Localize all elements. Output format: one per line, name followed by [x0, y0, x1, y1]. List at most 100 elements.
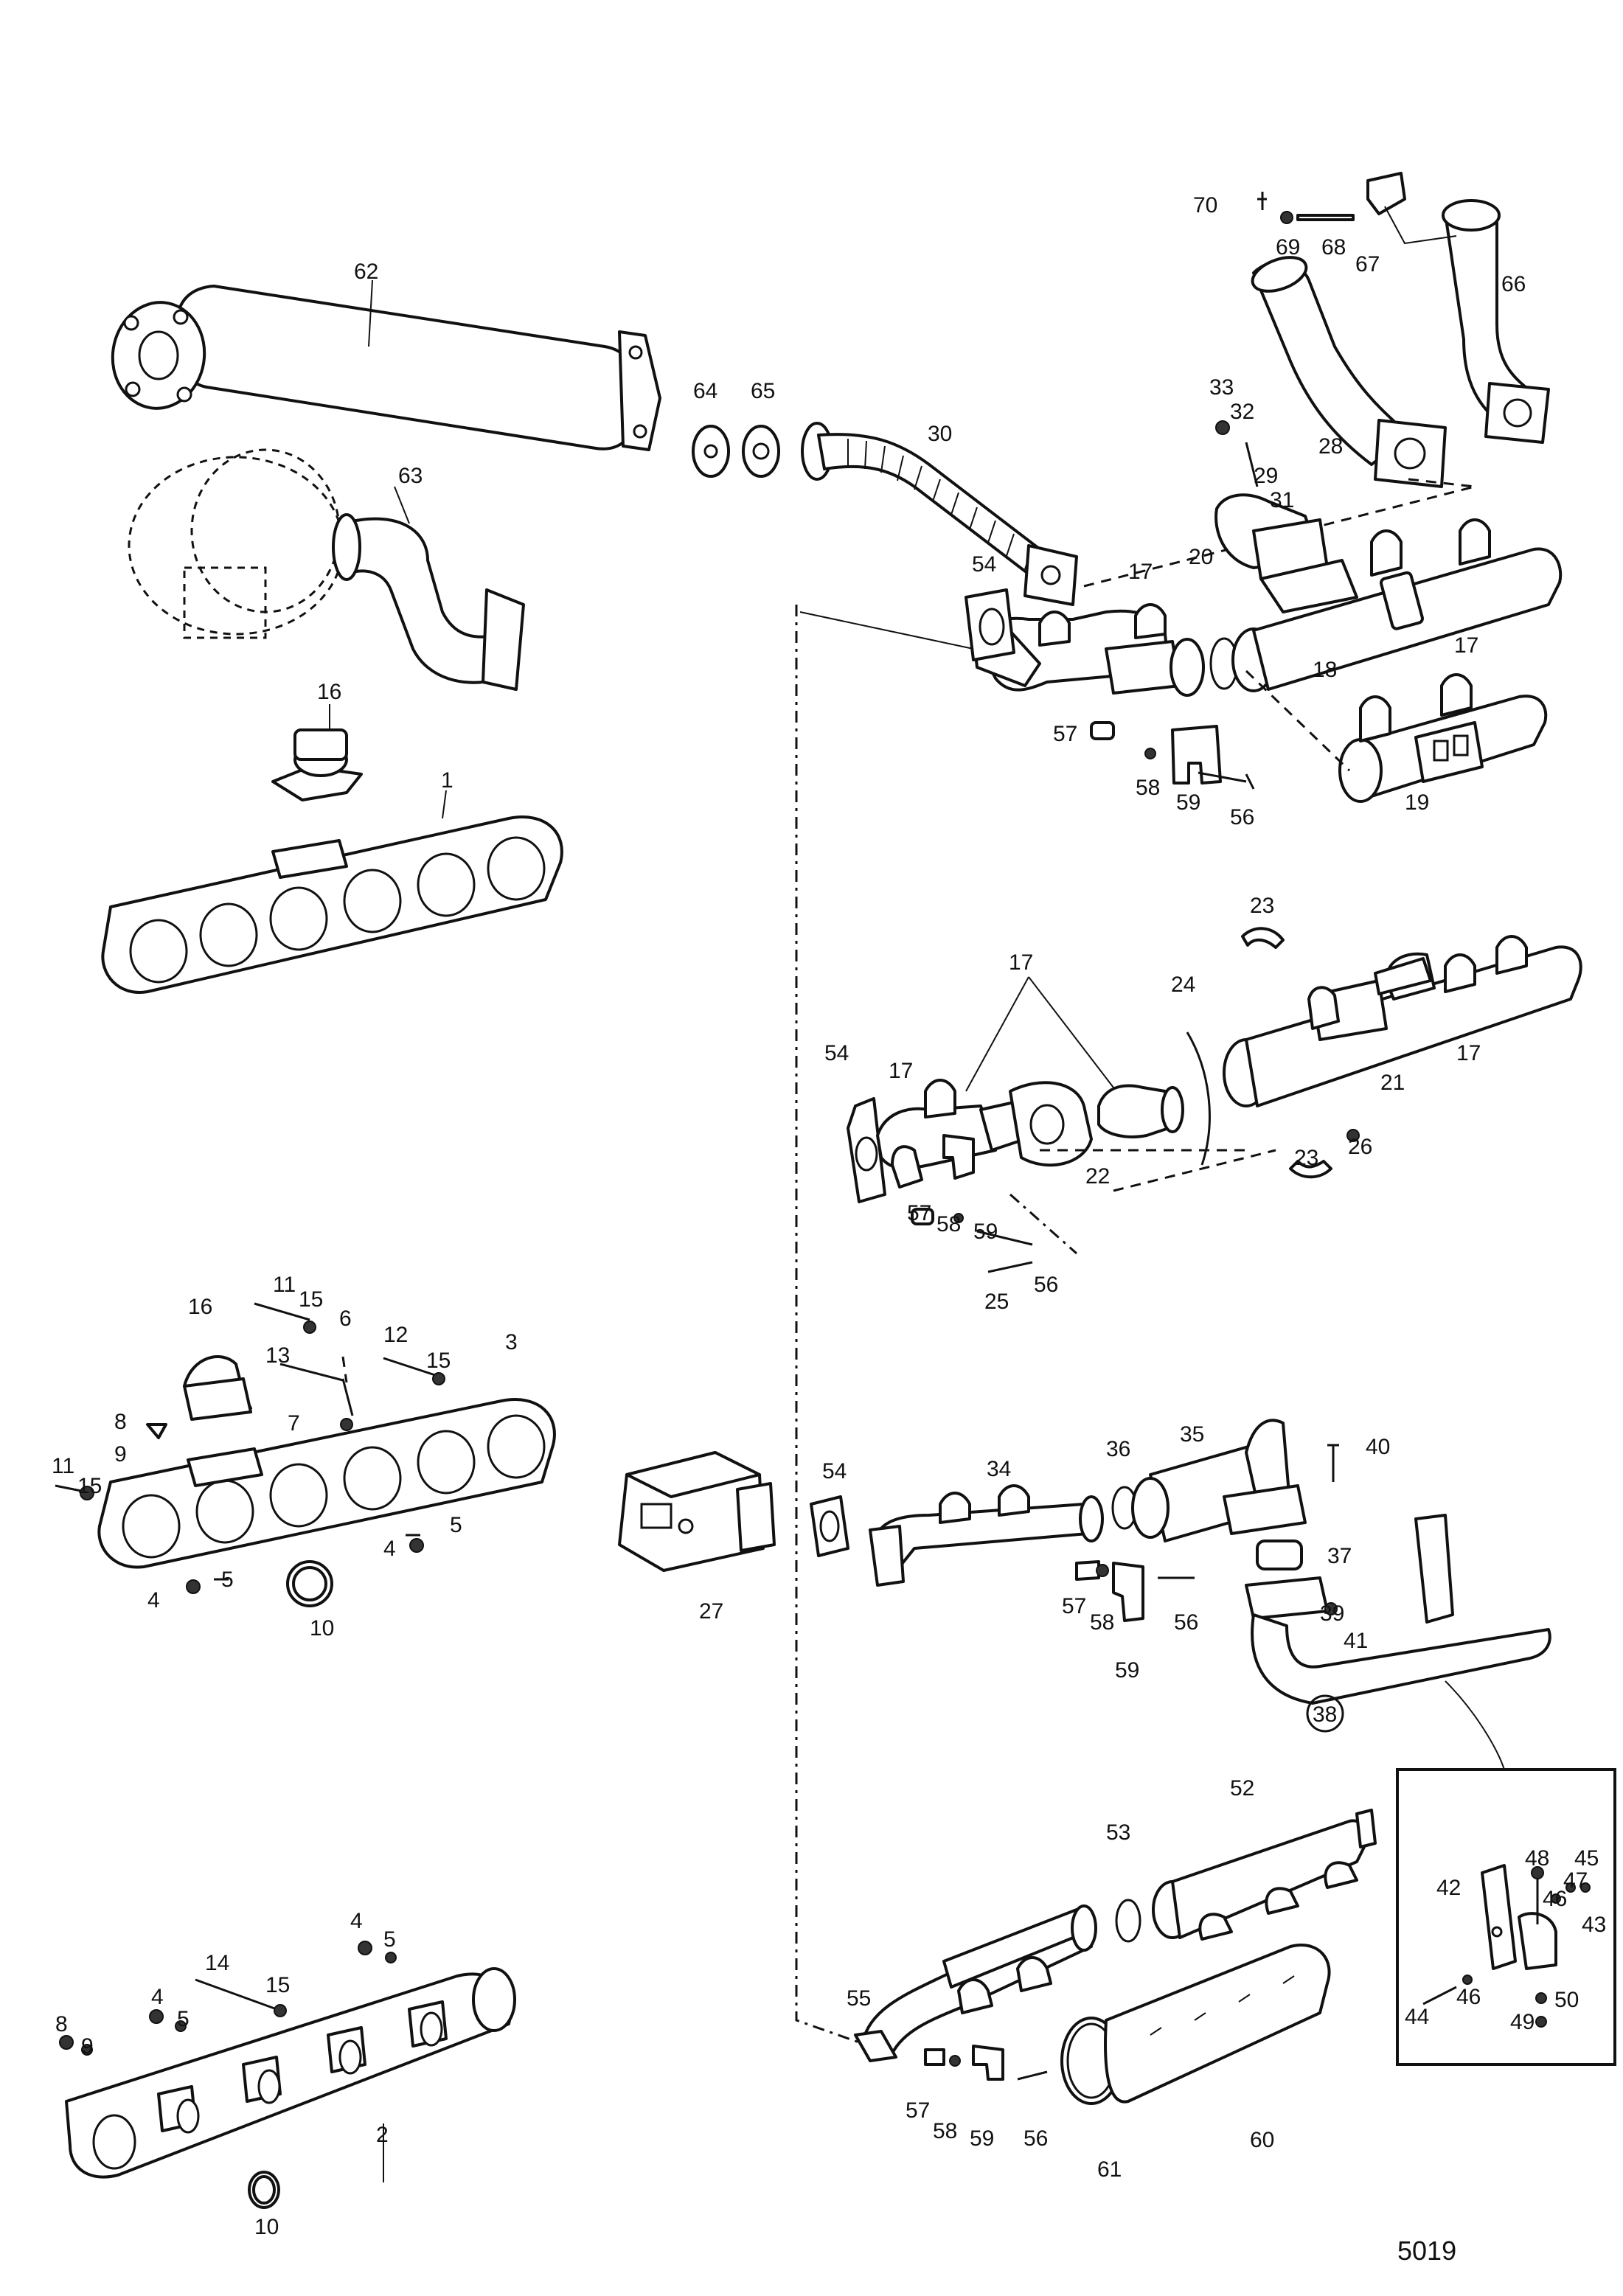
callout-56: 56	[1034, 1273, 1058, 1297]
callout-40: 40	[1366, 1435, 1390, 1459]
callout-31: 31	[1270, 488, 1294, 512]
callout-27: 27	[699, 1599, 723, 1624]
manifold-2	[59, 1941, 516, 2209]
callout-17: 17	[1128, 560, 1153, 584]
callout-69: 69	[1276, 235, 1300, 260]
callout-54: 54	[824, 1041, 849, 1065]
riser-flange-29	[1214, 420, 1329, 580]
riser-pipes-66-28	[1251, 172, 1550, 488]
callout-47: 47	[1563, 1868, 1588, 1893]
callout-6: 6	[339, 1307, 352, 1331]
callout-15: 15	[426, 1349, 451, 1373]
callout-4: 4	[151, 1985, 164, 2009]
callout-46: 46	[1456, 1985, 1481, 2009]
callout-60: 60	[1250, 2128, 1274, 2152]
callout-56: 56	[1024, 2126, 1048, 2151]
callout-7: 7	[288, 1411, 300, 1436]
callout-59: 59	[970, 2126, 994, 2151]
callout-46: 46	[1543, 1887, 1567, 1911]
callout-53: 53	[1106, 1820, 1130, 1845]
callout-2: 2	[376, 2123, 389, 2147]
bracket-detail-box	[1396, 1768, 1616, 2066]
callout-32: 32	[1230, 400, 1254, 424]
callout-48: 48	[1525, 1846, 1549, 1871]
callout-70: 70	[1193, 193, 1217, 218]
callout-56: 56	[1174, 1610, 1198, 1635]
callout-56: 56	[1230, 805, 1254, 829]
callout-9: 9	[114, 1442, 127, 1467]
callout-15: 15	[299, 1287, 323, 1312]
exhaust-manifold-assembly-bottom	[854, 1809, 1377, 2105]
callout-16: 16	[188, 1295, 212, 1319]
callout-17: 17	[1454, 633, 1478, 658]
callout-50: 50	[1554, 1988, 1579, 2012]
callout-labels: 62 63 16 1 64 65 30 70 69 68 67 66 33 32…	[52, 193, 1606, 2266]
exhaust-manifold-assembly-middle	[847, 927, 1582, 1273]
callout-57: 57	[907, 1201, 931, 1225]
assembly-alignment-line	[795, 605, 860, 2044]
callout-20: 20	[1189, 545, 1213, 569]
callout-38-circle	[1306, 1694, 1344, 1733]
callout-23: 23	[1250, 894, 1274, 918]
callout-58: 58	[936, 1212, 961, 1236]
callout-4: 4	[147, 1588, 160, 1613]
callout-4: 4	[350, 1909, 363, 1933]
callout-61: 61	[1097, 2157, 1122, 2182]
callout-17: 17	[889, 1059, 913, 1083]
exhaust-manifold-assembly-upper	[799, 518, 1563, 790]
callout-17: 17	[1009, 950, 1033, 975]
callout-43: 43	[1582, 1913, 1606, 1937]
callout-10: 10	[310, 1616, 334, 1641]
callout-55: 55	[847, 1986, 871, 2011]
callout-8: 8	[114, 1410, 127, 1434]
callout-5: 5	[383, 1927, 396, 1952]
callout-17: 17	[1456, 1041, 1481, 1065]
callout-3: 3	[505, 1330, 518, 1354]
callout-39: 39	[1320, 1601, 1344, 1626]
callout-8: 8	[55, 2012, 68, 2036]
callout-67: 67	[1355, 252, 1380, 276]
silencer-62	[111, 279, 661, 451]
callout-64: 64	[693, 379, 717, 403]
callout-54: 54	[972, 552, 996, 577]
callout-35: 35	[1180, 1422, 1204, 1447]
callout-29: 29	[1254, 464, 1278, 488]
callout-21: 21	[1380, 1071, 1405, 1095]
callout-62: 62	[354, 260, 378, 284]
callout-34: 34	[987, 1457, 1011, 1481]
callout-14: 14	[205, 1951, 229, 1975]
callout-16: 16	[317, 680, 341, 704]
callout-63: 63	[398, 464, 423, 488]
callout-26: 26	[1348, 1135, 1372, 1159]
callout-57: 57	[906, 2098, 930, 2123]
callout-12: 12	[383, 1323, 408, 1347]
callout-5: 5	[450, 1513, 462, 1537]
callout-58: 58	[933, 2119, 957, 2143]
exhaust-manifold-assembly-lower	[618, 1419, 1551, 1770]
callout-57: 57	[1062, 1594, 1086, 1618]
callout-52: 52	[1230, 1776, 1254, 1801]
callout-19: 19	[1405, 790, 1429, 815]
manifold-pipe-19	[1245, 669, 1548, 803]
callout-22: 22	[1085, 1164, 1110, 1189]
callout-38: 38	[1313, 1702, 1337, 1727]
callout-11: 11	[273, 1273, 296, 1297]
manifold-1	[101, 704, 563, 994]
callout-23: 23	[1294, 1146, 1318, 1170]
callout-44: 44	[1405, 2005, 1429, 2029]
callout-13: 13	[265, 1343, 290, 1368]
callout-58: 58	[1136, 776, 1160, 800]
callout-36: 36	[1106, 1437, 1130, 1461]
callout-68: 68	[1321, 235, 1346, 260]
callout-57: 57	[1053, 722, 1077, 746]
callout-18: 18	[1313, 658, 1337, 682]
callout-33: 33	[1209, 375, 1234, 400]
callout-9: 9	[81, 2034, 94, 2059]
callout-10: 10	[254, 2215, 279, 2239]
callout-15: 15	[77, 1474, 102, 1498]
callout-37: 37	[1327, 1544, 1352, 1568]
callout-30: 30	[928, 422, 952, 446]
callout-59: 59	[1115, 1658, 1139, 1683]
callout-41: 41	[1344, 1629, 1368, 1653]
